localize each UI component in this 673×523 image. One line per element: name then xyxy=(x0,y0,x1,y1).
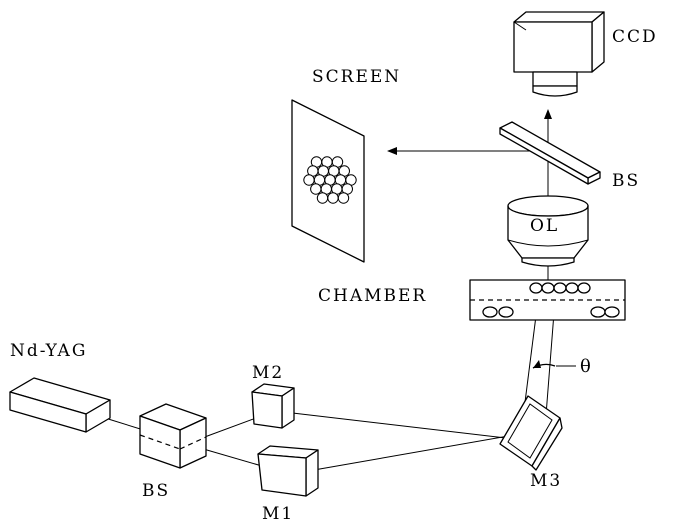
beam-splitter-cube xyxy=(139,403,207,469)
beam-splitter-top xyxy=(499,121,601,185)
m1-label: M1 xyxy=(262,504,294,523)
spot xyxy=(327,192,339,204)
nd-yag-laser xyxy=(9,377,111,433)
chamber-label: CHAMBER xyxy=(318,286,427,306)
theta-label: θ xyxy=(580,356,591,377)
chamber xyxy=(469,279,626,321)
spot xyxy=(337,192,350,204)
beam-paths xyxy=(104,109,556,471)
spot xyxy=(316,192,329,204)
beam-m3-to-chamber-2 xyxy=(544,299,556,429)
ol-label: OL xyxy=(530,216,559,236)
laser-label: Nd-YAG xyxy=(10,341,87,361)
bs-top-label: BS xyxy=(612,171,640,191)
spot xyxy=(303,174,315,186)
beam-bs-to-m2 xyxy=(201,417,257,439)
beam-m1-to-m3 xyxy=(313,433,521,471)
ccd-camera xyxy=(513,11,605,97)
spot xyxy=(310,183,322,195)
mirror-m1 xyxy=(257,445,319,497)
mirror-m3 xyxy=(499,395,563,471)
objective-lens xyxy=(507,195,589,267)
screen-label: SCREEN xyxy=(312,67,401,87)
theta-arc xyxy=(532,360,576,369)
mirror-m2 xyxy=(251,383,295,429)
m2-label: M2 xyxy=(252,363,284,383)
bs-bottom-label: BS xyxy=(142,481,170,501)
beam-m2-to-m3 xyxy=(283,411,524,441)
spot-pattern xyxy=(303,156,357,204)
beam-bs-to-m1 xyxy=(199,447,263,467)
ccd-label: CCD xyxy=(612,27,658,47)
m3-label: M3 xyxy=(530,471,562,491)
